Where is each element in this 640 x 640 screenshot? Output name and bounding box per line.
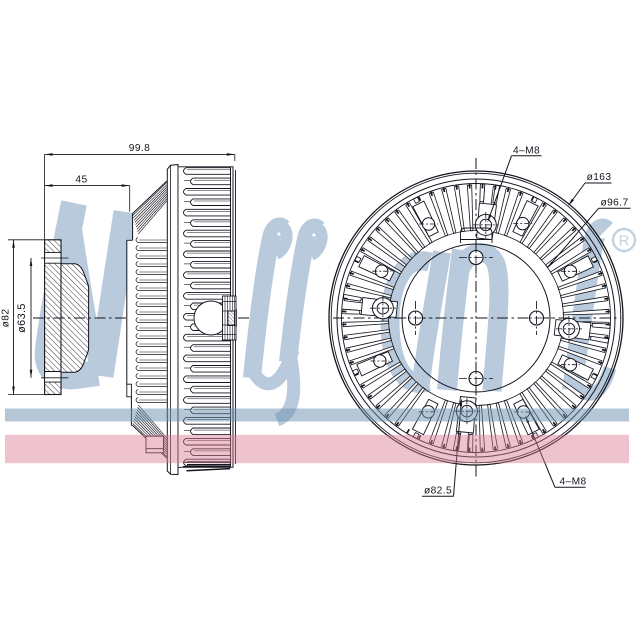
svg-text:ø96.7: ø96.7 [600, 198, 628, 209]
svg-text:ø63.5: ø63.5 [16, 303, 28, 333]
svg-text:ø163: ø163 [587, 172, 612, 183]
svg-text:4–M8: 4–M8 [559, 477, 586, 488]
svg-text:99.8: 99.8 [129, 143, 150, 154]
svg-text:4–M8: 4–M8 [513, 146, 540, 157]
svg-text:ø82: ø82 [1, 309, 12, 328]
svg-text:45: 45 [75, 174, 87, 185]
svg-text:R: R [619, 233, 630, 250]
svg-text:ø82.5: ø82.5 [424, 486, 452, 497]
